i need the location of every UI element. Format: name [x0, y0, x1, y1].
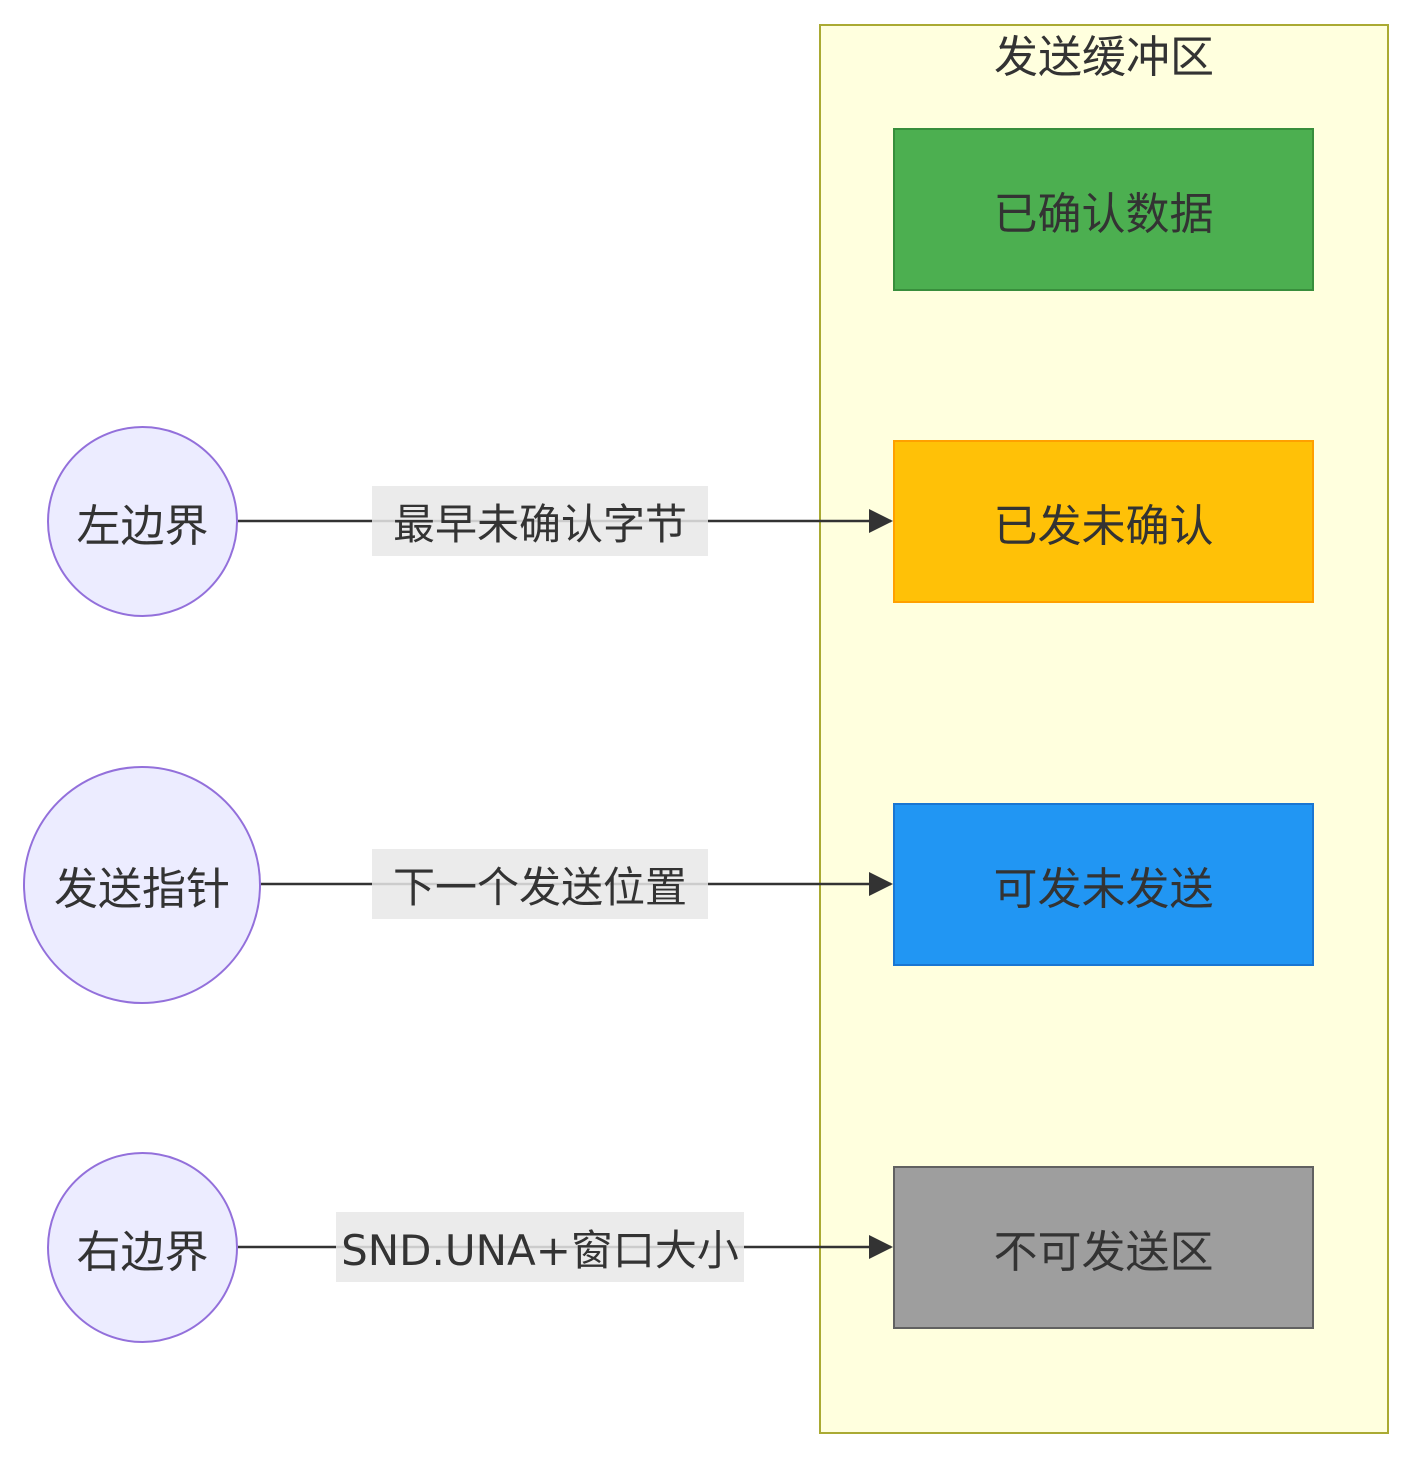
node-left-boundary-label: 左边界	[76, 500, 209, 552]
node-left-boundary: 左边界	[47, 426, 238, 617]
segment-acked-label: 已确认数据	[993, 188, 1214, 240]
cluster-title: 发送缓冲区	[994, 32, 1214, 83]
segment-acked: 已确认数据	[893, 128, 1314, 291]
arrowhead-right-boundary	[869, 1235, 893, 1259]
segment-sendable: 可发未发送	[893, 803, 1314, 966]
arrowhead-left-boundary	[869, 509, 893, 533]
edge-label-right-boundary: SND.UNA+窗口大小	[336, 1212, 744, 1282]
edge-label-left-boundary: 最早未确认字节	[372, 486, 708, 556]
segment-sendable-label: 可发未发送	[993, 863, 1214, 915]
node-send-pointer-label: 发送指针	[54, 864, 230, 915]
segment-unsendable-label: 不可发送区	[993, 1226, 1214, 1278]
node-right-boundary: 右边界	[47, 1152, 238, 1343]
segment-sent-unacked-label: 已发未确认	[993, 500, 1214, 552]
arrowhead-send-pointer	[869, 872, 893, 896]
edge-label-send-pointer: 下一个发送位置	[372, 849, 708, 919]
segment-unsendable: 不可发送区	[893, 1166, 1314, 1329]
node-right-boundary-label: 右边界	[76, 1226, 209, 1278]
segment-sent-unacked: 已发未确认	[893, 440, 1314, 603]
node-send-pointer: 发送指针	[23, 766, 261, 1004]
